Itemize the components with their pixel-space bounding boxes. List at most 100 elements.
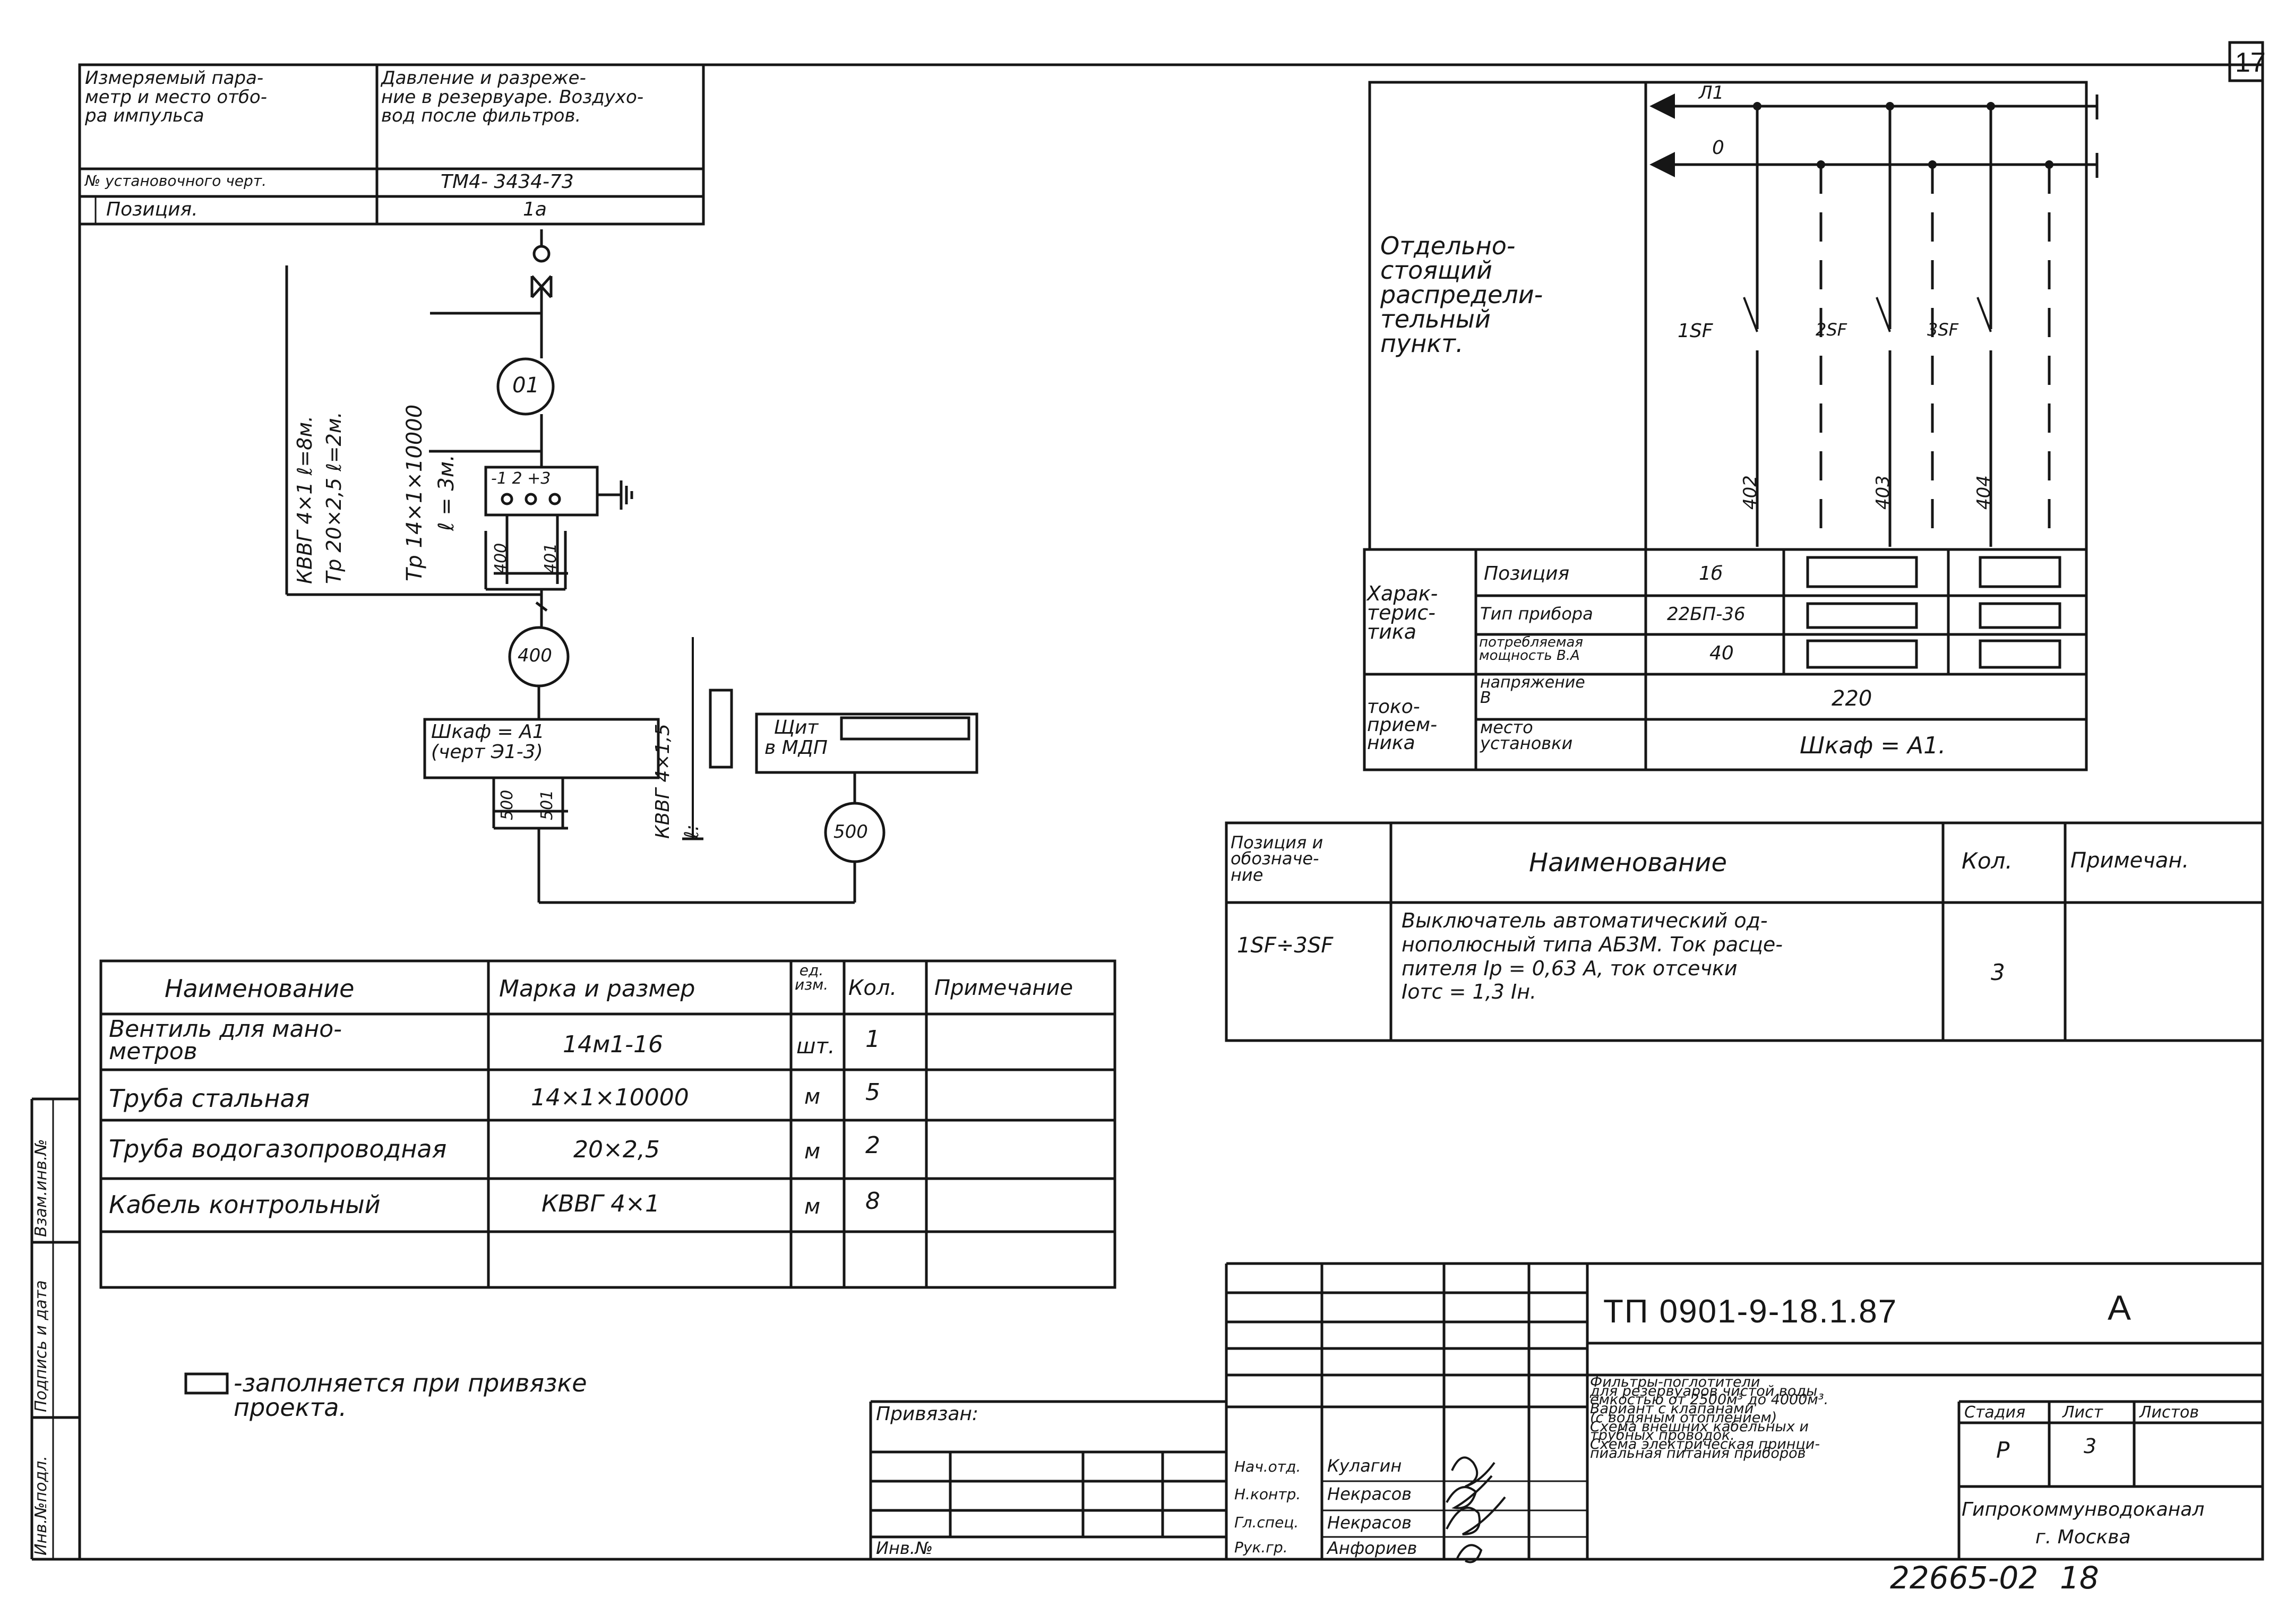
measured-param-label: Измеряемый пара- метр и место отбо- ра и…: [85, 67, 267, 127]
circuit-403-label: 403: [1872, 475, 1894, 510]
position-value: 1а: [523, 199, 547, 220]
dp-power-value: 40: [1709, 642, 1734, 664]
node-500-label: 500: [833, 821, 868, 843]
drawing-label: № установочного черт.: [85, 172, 267, 190]
spec-header-position: Позиция и обозначе- ние: [1231, 832, 1323, 885]
dp-position-value: 1б: [1699, 563, 1723, 585]
signer-2-name: Некрасов: [1327, 1484, 1412, 1504]
dp-voltage-value: 220: [1832, 686, 1872, 711]
node-400-label: 400: [518, 645, 552, 666]
mat-row-3-name: Труба водогазопроводная: [109, 1135, 447, 1163]
dp-type-value: 22БП-36: [1667, 604, 1746, 625]
mat-row-1-name: Вентиль для мано- метров: [109, 1016, 342, 1065]
panel-mdp-label: Щит в МДП: [764, 717, 828, 759]
spec-header-qty: Кол.: [1962, 848, 2013, 874]
bus-l1-label: Л1: [1699, 82, 1724, 104]
mat-row-4-mark: КВВГ 4×1: [541, 1190, 660, 1217]
signer-2-role: Н.контр.: [1234, 1485, 1301, 1503]
mat-row-1-mark: 14м1-16: [563, 1031, 664, 1058]
inv-number-label: Инв.№: [876, 1538, 933, 1558]
signer-1-name: Кулагин: [1327, 1456, 1402, 1476]
sheet-label: Лист: [2062, 1403, 2103, 1422]
side-label-inv: Инв.№подл.: [32, 1456, 50, 1556]
linked-label: Привязан:: [876, 1403, 979, 1425]
pipe-14x1-label: Тр 14×1×10000: [402, 404, 427, 581]
spec-row-qty: 3: [1991, 959, 2005, 985]
mat-row-2-mark: 14×1×10000: [531, 1084, 689, 1111]
page-number: 18: [2060, 1560, 2099, 1596]
spec-row-position: 1SF÷3SF: [1237, 933, 1334, 958]
dp-type-label: Тип прибора: [1480, 604, 1593, 624]
mat-row-2-name: Труба стальная: [109, 1084, 310, 1113]
breaker-2sf-label: 2SF: [1816, 320, 1847, 340]
mat-row-3-qty: 2: [865, 1132, 880, 1159]
sheet-frame: [78, 63, 2264, 1561]
signer-3-name: Некрасов: [1327, 1513, 1412, 1533]
mat-header-note: Примечание: [934, 976, 1073, 1000]
mat-header-mark: Марка и размер: [499, 975, 695, 1002]
mat-row-4-name: Кабель контрольный: [109, 1190, 381, 1219]
circuit-402-label: 402: [1740, 475, 1761, 510]
cable-kvvg-4x1-label: КВВГ 4×1 ℓ=8м.: [293, 415, 316, 584]
mat-row-2-qty: 5: [865, 1079, 880, 1106]
mat-row-4-unit: м: [804, 1195, 821, 1219]
terminal-labels: -1 2 +3: [491, 469, 551, 488]
sheet-number-box: [2228, 41, 2264, 82]
dp-voltage-label: напряжение В: [1480, 673, 1585, 707]
side-label-replace: Взам.инв.№: [32, 1139, 50, 1237]
measured-param-value: Давление и разреже- ние в резервуаре. Во…: [381, 67, 644, 127]
consumer-label: токо- прием- ника: [1367, 696, 1438, 754]
document-letter: А: [2108, 1288, 2131, 1327]
mat-row-1-unit: шт.: [796, 1034, 835, 1059]
mat-header-name: Наименование: [165, 974, 355, 1003]
mat-row-1-qty: 1: [865, 1026, 880, 1053]
pipe-length-label: ℓ = 3м.: [434, 454, 459, 531]
signer-4-name: Анфориев: [1327, 1538, 1417, 1558]
spec-row-name: Выключатель автоматический од- нополюсны…: [1402, 909, 1783, 1004]
mat-row-4-qty: 8: [865, 1188, 880, 1215]
sheets-label: Листов: [2139, 1403, 2199, 1422]
mat-header-qty: Кол.: [848, 976, 897, 1000]
cable-length-label: ℓ:: [681, 824, 703, 839]
document-code: ТП 0901-9-18.1.87: [1603, 1293, 1898, 1330]
bus-0-label: 0: [1712, 137, 1724, 159]
wire-401-label: 401: [541, 543, 560, 573]
dp-position-label: Позиция: [1484, 563, 1570, 585]
organization: Гипрокоммунводоканал г. Москва: [1962, 1499, 2205, 1549]
wire-501-label: 501: [538, 789, 556, 820]
stage-value: Р: [1996, 1437, 2010, 1463]
project-description: Фильтры-поглотители для резервуаров чист…: [1590, 1374, 1829, 1462]
signer-1-role: Нач.отд.: [1234, 1458, 1301, 1475]
signatures: [1446, 1456, 1506, 1563]
dp-place-value: Шкаф = А1.: [1800, 732, 1946, 759]
mat-header-unit: ед. изм.: [795, 961, 829, 993]
breaker-1sf-label: 1SF: [1678, 320, 1713, 342]
archive-number: 22665-02: [1890, 1560, 2039, 1596]
sheet-value: 3: [2084, 1434, 2097, 1458]
drawing-value: ТМ4- 3434-73: [441, 171, 574, 193]
pipe-20x2-5-label: Тр 20×2,5 ℓ=2м.: [322, 411, 346, 584]
distribution-point-title: Отдельно- стоящий распредели- тельный пу…: [1380, 231, 1543, 358]
cabinet-a1-label: Шкаф = А1 (черт Э1-3): [431, 721, 545, 763]
spec-header-name: Наименование: [1529, 848, 1727, 878]
legend-text: -заполняется при привязке проекта.: [234, 1369, 587, 1422]
gauge-01-label: 01: [512, 373, 539, 398]
sheet-number: 17: [2235, 47, 2266, 78]
side-label-signature: Подпись и дата: [32, 1280, 50, 1413]
position-label: Позиция.: [106, 199, 198, 220]
dp-place-label: место установки: [1480, 717, 1573, 754]
mat-row-2-unit: м: [804, 1085, 821, 1109]
spec-header-note: Примечан.: [2070, 848, 2189, 873]
breaker-3sf-label: 3SF: [1927, 320, 1959, 340]
characteristic-label: Харак- терис- тика: [1367, 582, 1438, 644]
wire-400-label: 400: [492, 543, 510, 573]
stage-label: Стадия: [1964, 1403, 2026, 1422]
dp-power-label: потребляемая мощность В.А: [1479, 634, 1584, 664]
cable-kvvg-4x1-5-label: КВВГ 4×1,5: [652, 724, 674, 839]
signer-3-role: Гл.спец.: [1234, 1514, 1299, 1531]
mat-row-3-unit: м: [804, 1139, 821, 1164]
signer-4-role: Рук.гр.: [1234, 1539, 1288, 1556]
circuit-404-label: 404: [1973, 475, 1995, 510]
